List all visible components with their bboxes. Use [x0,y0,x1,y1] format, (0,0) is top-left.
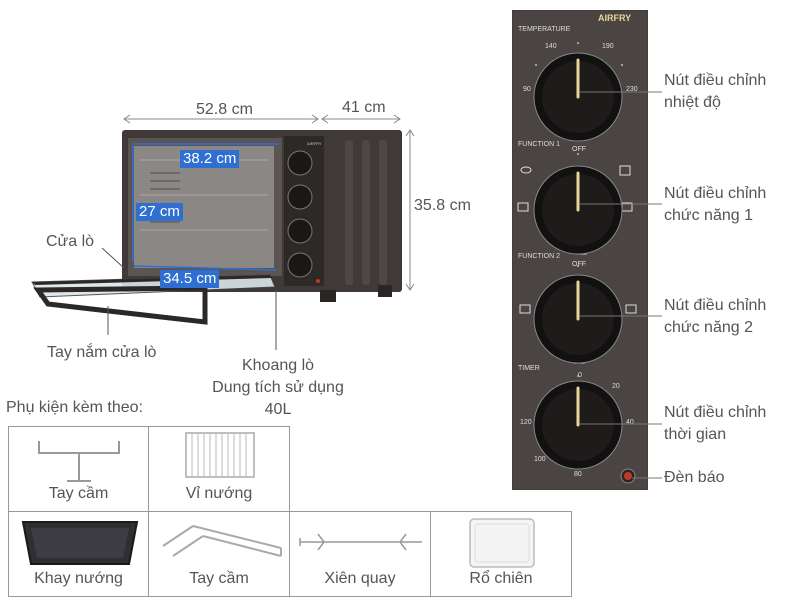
control-panel: AIRFRY TEMPERATURE 140 190 90 230 FUNCTI… [511,9,649,491]
accessory-handle-1: Tay cầm [8,426,149,512]
svg-text:FUNCTION 2: FUNCTION 2 [518,253,560,260]
svg-text:120: 120 [520,419,532,426]
accessories-title: Phụ kiện kèm theo: [6,399,143,416]
svg-text:FUNCTION 1: FUNCTION 1 [518,141,560,148]
oven-illustration: AIRFRY 52.8 cm 41 cm 35.8 cm 38.2 cm 27 … [0,0,500,418]
timer-knob[interactable] [533,380,623,470]
rotisserie-spit-icon [299,533,422,551]
svg-text:20: 20 [612,383,620,390]
accessory-handle-2: Tay cầm [148,511,290,597]
svg-text:90: 90 [523,86,531,93]
svg-text:100: 100 [534,456,546,463]
function2-knob[interactable] [533,274,623,364]
svg-text:140: 140 [545,43,557,50]
grill-rack-icon [185,432,255,478]
oven-logo-tiny: AIRFRY [307,141,322,146]
svg-text:190: 190 [602,43,614,50]
baking-tray-icon [21,521,139,565]
fry-basket-icon [469,518,535,568]
handle-icon [38,441,120,482]
panel-callout-lines [580,91,662,479]
svg-text:40: 40 [626,419,634,426]
temperature-knob[interactable] [533,52,623,142]
chamber-label: Khoang lò Dung tích sử dụng 40L [212,357,344,418]
svg-text:OFF: OFF [572,261,586,268]
door-handle-label: Tay nắm cửa lò [47,344,157,361]
height-dimension: 35.8 cm [414,197,471,214]
svg-text:0: 0 [578,372,582,379]
door-handle [33,285,208,325]
oven-knobs [287,150,313,278]
svg-text:230: 230 [626,86,638,93]
accessory-rotisserie-spit: Xiên quay [289,511,431,597]
svg-text:TEMPERATURE: TEMPERATURE [518,26,571,33]
door-label: Cửa lò [46,233,95,250]
svg-text:80: 80 [574,471,582,478]
svg-text:OFF: OFF [572,146,586,153]
indicator-light [620,468,636,484]
rotisserie-handle-icon [162,525,282,557]
airfry-logo: AIRFRY [598,13,631,23]
inner-height-dimension: 27 cm [136,203,183,221]
depth-dimension: 41 cm [342,99,386,116]
inner-depth-dimension: 34.5 cm [160,270,220,288]
accessory-grill-rack: Vỉ nướng [148,426,290,512]
function1-knob[interactable] [533,165,623,255]
svg-text:TIMER: TIMER [518,365,540,372]
inner-width-dimension: 38.2 cm [180,150,240,168]
oven-side-ribs [345,140,387,285]
width-dimension: 52.8 cm [196,101,253,118]
accessory-baking-tray: Khay nướng [8,511,149,597]
accessory-fry-basket: Rổ chiên [430,511,572,597]
callout-indicator-light: Đèn báo [664,469,725,486]
